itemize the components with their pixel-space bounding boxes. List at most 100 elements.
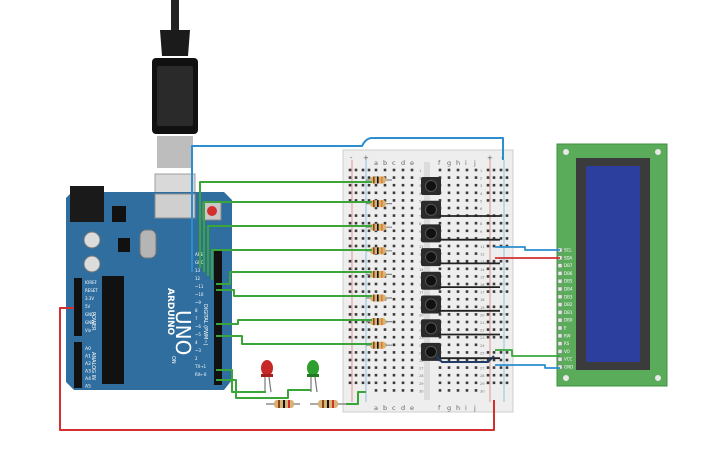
breadboard-hole	[438, 313, 442, 316]
rail-hole	[486, 381, 490, 385]
row-number: 3	[480, 184, 482, 188]
analog-header	[74, 342, 82, 388]
breadboard-hole	[474, 183, 478, 187]
breadboard-hole	[465, 244, 469, 248]
rail-hole	[361, 366, 365, 369]
usb-socket	[154, 193, 196, 219]
wire-blue-top	[191, 137, 504, 272]
rail-hole	[348, 199, 352, 202]
breadboard-hole	[401, 373, 405, 377]
rail-hole	[499, 381, 503, 385]
breadboard-hole	[410, 313, 414, 316]
rail-hole	[361, 267, 365, 271]
wire-green-3	[207, 225, 372, 276]
rail-hole	[367, 168, 371, 172]
rail-hole	[361, 275, 365, 278]
wire-green-gnd	[346, 391, 366, 405]
breadboard-hole	[465, 366, 469, 369]
breadboard-hole	[401, 305, 405, 309]
rail-hole	[348, 259, 352, 263]
rail-hole	[492, 183, 496, 187]
breadboard-hole	[410, 343, 414, 347]
lcd-pin-label: DB0	[564, 318, 573, 323]
rail-hole	[499, 183, 503, 187]
power-pin-label: Vin	[85, 328, 92, 333]
breadboard-hole	[392, 343, 396, 347]
rail-hole	[367, 259, 371, 263]
breadboard-hole	[374, 313, 378, 316]
wire-green-5	[216, 271, 372, 285]
breadboard-hole	[465, 290, 469, 293]
rail-hole	[354, 358, 358, 362]
breadboard-hole	[401, 282, 405, 286]
row-number: 13	[480, 260, 485, 264]
breadboard-hole	[392, 252, 396, 255]
breadboard-hole	[374, 366, 378, 369]
rail-hole	[348, 183, 352, 187]
breadboard-hole	[447, 252, 451, 255]
pushbutton	[421, 200, 441, 219]
analog-pin-label: A1	[85, 354, 91, 360]
rail-hole	[499, 358, 503, 362]
rail-hole	[505, 290, 509, 293]
row-number: 28	[480, 374, 485, 378]
arduino-uno-board: ARDUINO UNO POWER ANALOG IN DIGITAL (PWM…	[66, 186, 232, 390]
breadboard-hole	[465, 297, 469, 301]
rail-hole	[486, 176, 490, 179]
digital-pin-label: 8	[195, 308, 198, 313]
breadboard-hole	[447, 183, 451, 187]
rail-hole	[367, 373, 371, 377]
breadboard-hole	[410, 389, 414, 392]
rail-hole	[486, 191, 490, 195]
lcd-pin	[557, 271, 563, 276]
rail-hole	[348, 244, 352, 248]
rail-hole	[361, 176, 365, 179]
breadboard-hole	[410, 191, 414, 195]
row-number: 23	[480, 336, 485, 340]
breadboard-hole	[374, 267, 378, 271]
breadboard-hole	[374, 290, 378, 293]
breadboard-hole	[474, 305, 478, 309]
analog-pin-label: A3	[85, 369, 91, 375]
breadboard-hole	[447, 328, 451, 331]
led-resistor-green	[310, 400, 346, 408]
breadboard-hole	[465, 168, 469, 172]
breadboard-hole	[401, 244, 405, 248]
rail-hole	[348, 313, 352, 316]
breadboard-hole	[465, 373, 469, 377]
led-resistor-red	[266, 400, 300, 408]
row-number: 1	[480, 169, 482, 173]
row-number: 9	[480, 230, 483, 234]
row-number: 23	[419, 336, 424, 340]
rail-hole	[348, 176, 352, 179]
breadboard-hole	[447, 313, 451, 316]
pushbutton	[421, 319, 441, 338]
rail-hole	[361, 199, 365, 202]
breadboard-hole	[410, 358, 414, 362]
breadboard-hole	[410, 335, 414, 339]
rail-hole	[361, 358, 365, 362]
rail-hole	[486, 199, 490, 202]
breadboard-resistors	[366, 176, 392, 349]
row-number: 12	[480, 253, 485, 257]
black-jumper-wires	[438, 215, 500, 360]
rail-hole	[505, 282, 509, 286]
breadboard-hole	[392, 328, 396, 331]
rail-hole	[486, 259, 490, 263]
row-number: 28	[419, 374, 424, 378]
breadboard-hole	[383, 191, 387, 195]
breadboard-hole	[447, 297, 451, 301]
breadboard-hole	[465, 229, 469, 233]
breadboard-hole	[465, 305, 469, 309]
wire-green-1	[199, 181, 372, 268]
rail-hole	[492, 282, 496, 286]
lcd-pin-label: SCL	[564, 248, 572, 253]
rail-hole	[486, 320, 490, 324]
breadboard-hole	[465, 282, 469, 286]
breadboard-hole	[410, 183, 414, 187]
breadboard-hole	[456, 206, 460, 210]
rail-hole	[505, 366, 509, 369]
breadboard-hole	[447, 168, 451, 172]
breadboard-hole	[474, 282, 478, 286]
rail-hole	[367, 199, 371, 202]
